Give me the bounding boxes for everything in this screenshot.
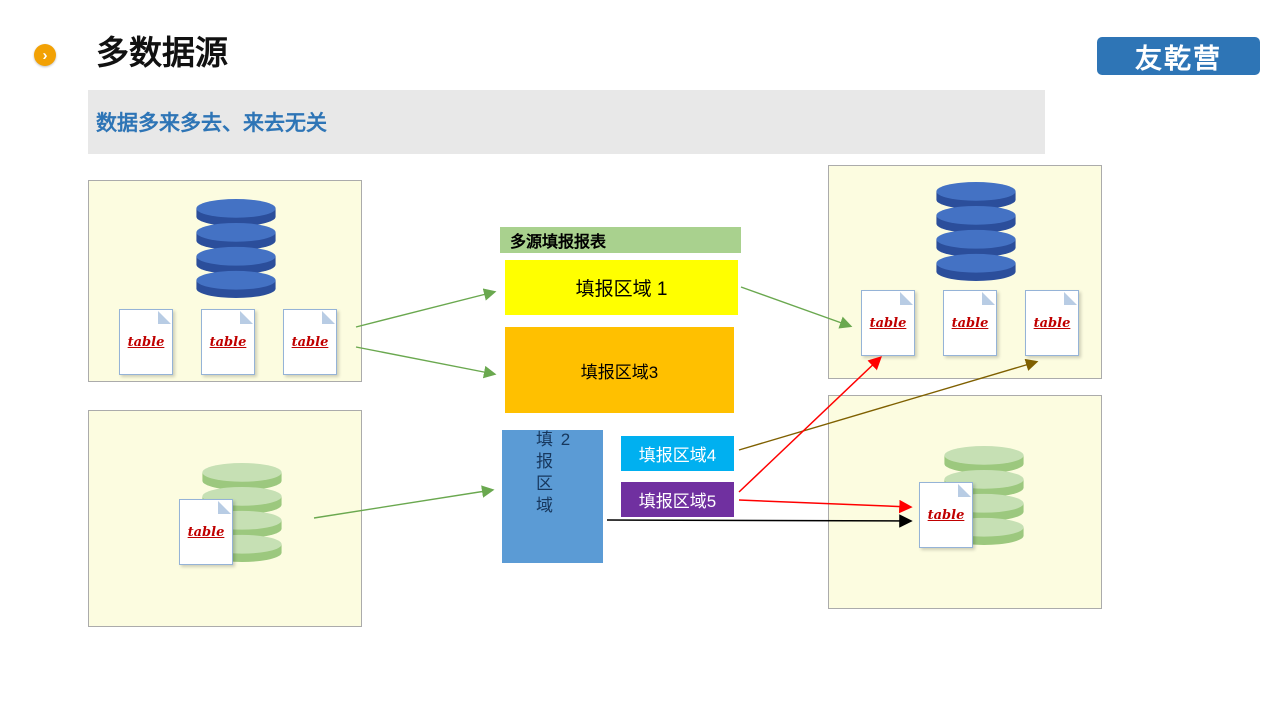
table-document-icon: table	[1025, 290, 1079, 356]
arrow-source1-to-area1	[355, 288, 497, 328]
page-title: 多数据源	[96, 34, 228, 71]
folded-corner-icon	[958, 484, 971, 497]
fill-area-2: 填报区域 2	[502, 430, 603, 563]
folded-corner-icon	[1064, 292, 1077, 305]
table-document-icon: table	[943, 290, 997, 356]
folded-corner-icon	[982, 292, 995, 305]
subtitle-text: 数据多来多去、来去无关	[96, 112, 327, 135]
folded-corner-icon	[240, 311, 253, 324]
table-document-icon: table	[919, 482, 973, 548]
fill-area-2-label: 填报区域 2	[533, 430, 575, 518]
folded-corner-icon	[322, 311, 335, 324]
table-document-icon: table	[283, 309, 337, 375]
target-box-top-right: table table table	[828, 165, 1102, 379]
fill-area-5: 填报区域5	[621, 482, 734, 517]
fill-area-1: 填报区域 1	[505, 260, 738, 315]
subtitle-banner: 数据多来多去、来去无关	[88, 90, 1045, 154]
source-box-bottom-left: table	[88, 410, 362, 627]
table-document-icon: table	[201, 309, 255, 375]
folded-corner-icon	[218, 501, 231, 514]
fill-area-4: 填报区域4	[621, 436, 734, 471]
fill-area-3: 填报区域3	[505, 327, 734, 413]
report-header: 多源填报报表	[500, 227, 741, 253]
table-document-icon: table	[861, 290, 915, 356]
chevron-bullet-icon: ›	[34, 44, 56, 66]
table-document-icon: table	[119, 309, 173, 375]
folded-corner-icon	[158, 311, 171, 324]
target-box-bottom-right: table	[828, 395, 1102, 609]
folded-corner-icon	[900, 292, 913, 305]
database-icon-blue	[196, 199, 276, 298]
arrow-source1-to-area3	[355, 346, 497, 379]
source-box-top-left: table table table	[88, 180, 362, 382]
table-document-icon: table	[179, 499, 233, 565]
chevron-glyph: ›	[42, 46, 48, 64]
logo-badge: 友乾营	[1097, 37, 1260, 75]
database-icon-blue	[936, 182, 1016, 281]
